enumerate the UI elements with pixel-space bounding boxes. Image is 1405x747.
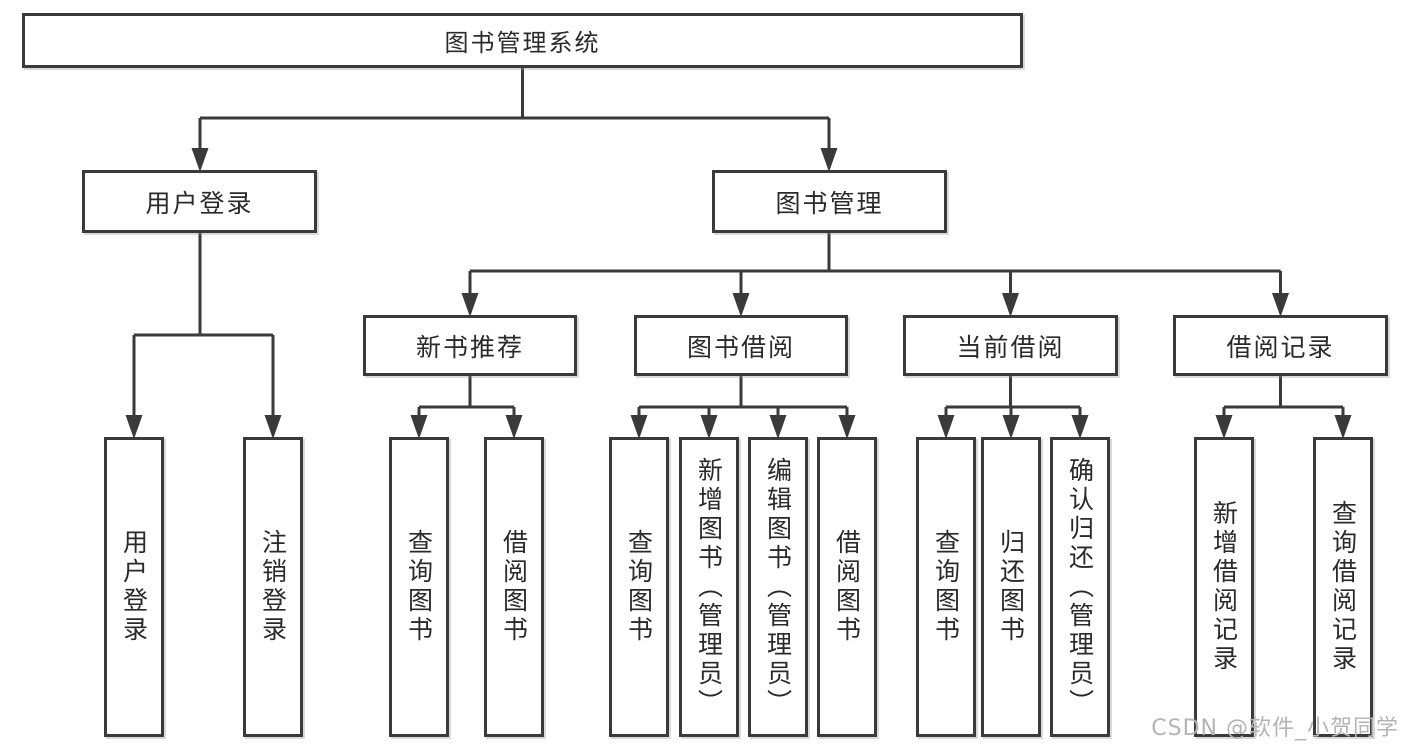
leaf-return-book: 归还图书	[981, 437, 1041, 737]
leaf-user-login: 用户登录	[104, 437, 164, 737]
node-label: 新增图书（管理员）	[694, 456, 724, 718]
node-label: 用户登录	[119, 529, 149, 645]
leaf-edit-book-admin: 编辑图书（管理员）	[748, 437, 808, 737]
leaf-query-books-current: 查询图书	[916, 437, 976, 737]
node-label: 确认归还（管理员）	[1065, 456, 1095, 718]
connector-user-login-subtree	[125, 233, 282, 439]
leaf-add-book-admin: 新增图书（管理员）	[679, 437, 739, 737]
connector-current-borrow-subtree	[937, 376, 1089, 439]
node-book-management: 图书管理	[712, 170, 947, 233]
leaf-query-borrow-record: 查询借阅记录	[1313, 437, 1373, 737]
leaf-add-borrow-record: 新增借阅记录	[1194, 437, 1254, 737]
node-label: 借阅图书	[832, 529, 862, 645]
connector-book-borrow-subtree	[630, 376, 856, 439]
node-label: 查询图书	[624, 529, 654, 645]
node-borrow-records: 借阅记录	[1173, 315, 1388, 376]
node-label: 图书管理	[775, 188, 884, 218]
node-book-borrow: 图书借阅	[634, 315, 848, 376]
node-label: 图书管理系统	[444, 29, 601, 57]
leaf-borrow-books-recommend: 借阅图书	[484, 437, 544, 737]
leaf-logout: 注销登录	[243, 437, 303, 737]
node-label: 借阅记录	[1226, 332, 1335, 362]
node-label: 图书借阅	[686, 332, 795, 362]
node-new-book-recommend: 新书推荐	[363, 315, 577, 376]
node-label: 用户登录	[145, 188, 254, 218]
node-user-login: 用户登录	[82, 170, 317, 233]
connector-new-book-subtree	[410, 376, 523, 439]
node-label: 查询借阅记录	[1328, 500, 1358, 674]
node-label: 新增借阅记录	[1209, 500, 1239, 674]
node-label: 借阅图书	[499, 529, 529, 645]
node-root-system: 图书管理系统	[22, 13, 1023, 68]
leaf-confirm-return-admin: 确认归还（管理员）	[1050, 437, 1110, 737]
node-label: 查询图书	[931, 529, 961, 645]
node-label: 归还图书	[996, 529, 1026, 645]
leaf-borrow-books: 借阅图书	[817, 437, 877, 737]
connector-root-to-level1	[191, 68, 838, 172]
node-label: 注销登录	[258, 529, 288, 645]
node-current-borrow: 当前借阅	[903, 315, 1118, 376]
node-label: 新书推荐	[415, 332, 524, 362]
leaf-query-books-recommend: 查询图书	[389, 437, 449, 737]
csdn-watermark: CSDN @软件_小贺同学	[1151, 716, 1399, 741]
node-label: 编辑图书（管理员）	[763, 456, 793, 718]
node-label: 查询图书	[404, 529, 434, 645]
connector-borrow-records-subtree	[1215, 376, 1352, 439]
leaf-query-books-borrow: 查询图书	[609, 437, 669, 737]
node-label: 当前借阅	[956, 332, 1065, 362]
connector-book-management-to-level2	[461, 233, 1289, 317]
